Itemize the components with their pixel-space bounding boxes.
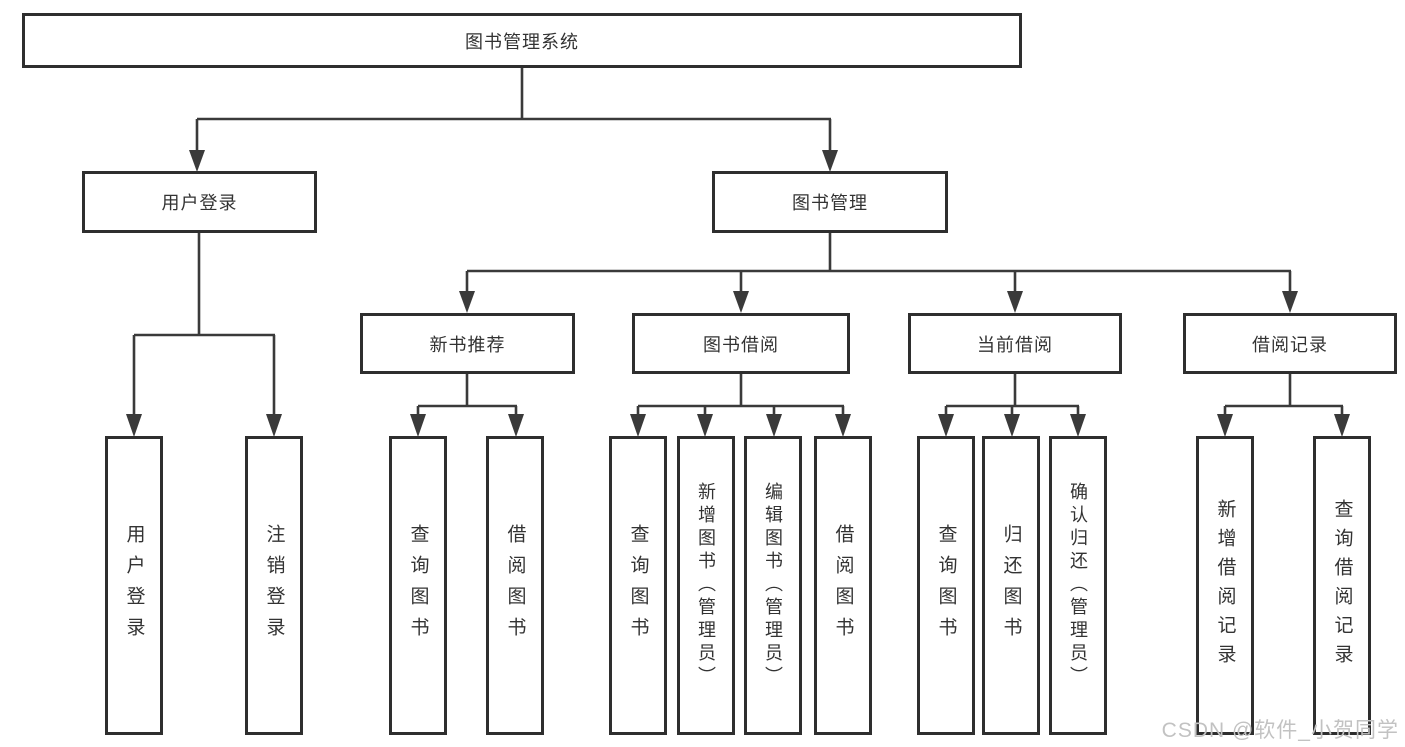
leaf-current-return-books-label: 归还图书 (1000, 523, 1022, 648)
node-root-system: 图书管理系统 (22, 13, 1022, 68)
leaf-current-confirm-return-admin-label: 确认归还（管理员） (1068, 482, 1088, 689)
leaf-logout: 注销登录 (245, 436, 303, 735)
leaf-logout-label: 注销登录 (263, 523, 285, 648)
leaf-user-login: 用户登录 (105, 436, 163, 735)
node-user-login: 用户登录 (82, 171, 317, 233)
leaf-current-return-books: 归还图书 (982, 436, 1040, 735)
leaf-recommend-query-books: 查询图书 (389, 436, 447, 735)
leaf-user-login-label: 用户登录 (123, 523, 145, 648)
node-book-borrow: 图书借阅 (632, 313, 850, 374)
node-user-login-label: 用户登录 (161, 193, 238, 213)
node-borrow-records: 借阅记录 (1183, 313, 1397, 374)
leaf-records-query-record: 查询借阅记录 (1313, 436, 1371, 735)
node-current-borrow-label: 当前借阅 (977, 334, 1053, 355)
leaf-borrow-edit-books-admin-label: 编辑图书（管理员） (763, 482, 783, 689)
leaf-borrow-borrow-books-label: 借阅图书 (832, 523, 854, 648)
leaf-borrow-add-books-admin: 新增图书（管理员） (677, 436, 735, 735)
leaf-borrow-borrow-books: 借阅图书 (814, 436, 872, 735)
node-new-book-recommend-label: 新书推荐 (429, 334, 506, 355)
leaf-records-query-record-label: 查询借阅记录 (1331, 498, 1353, 673)
leaf-current-query-books: 查询图书 (917, 436, 975, 735)
leaf-recommend-query-books-label: 查询图书 (407, 523, 429, 648)
leaf-borrow-edit-books-admin: 编辑图书（管理员） (744, 436, 802, 735)
leaf-current-confirm-return-admin: 确认归还（管理员） (1049, 436, 1107, 735)
leaf-recommend-borrow-books-label: 借阅图书 (504, 523, 526, 648)
node-book-borrow-label: 图书借阅 (703, 334, 779, 355)
leaf-borrow-add-books-admin-label: 新增图书（管理员） (696, 482, 716, 689)
node-book-management: 图书管理 (712, 171, 948, 233)
node-new-book-recommend: 新书推荐 (360, 313, 575, 374)
node-book-management-label: 图书管理 (792, 193, 868, 213)
node-root-system-label: 图书管理系统 (465, 31, 579, 52)
node-current-borrow: 当前借阅 (908, 313, 1122, 374)
leaf-records-add-record-label: 新增借阅记录 (1214, 498, 1236, 673)
csdn-watermark: CSDN @软件_小贺同学 (1161, 719, 1399, 742)
leaf-borrow-query-books: 查询图书 (609, 436, 667, 735)
leaf-current-query-books-label: 查询图书 (935, 523, 957, 648)
leaf-recommend-borrow-books: 借阅图书 (486, 436, 544, 735)
leaf-borrow-query-books-label: 查询图书 (627, 523, 649, 648)
leaf-records-add-record: 新增借阅记录 (1196, 436, 1254, 735)
node-borrow-records-label: 借阅记录 (1252, 334, 1328, 355)
arrowheads (126, 150, 1350, 437)
